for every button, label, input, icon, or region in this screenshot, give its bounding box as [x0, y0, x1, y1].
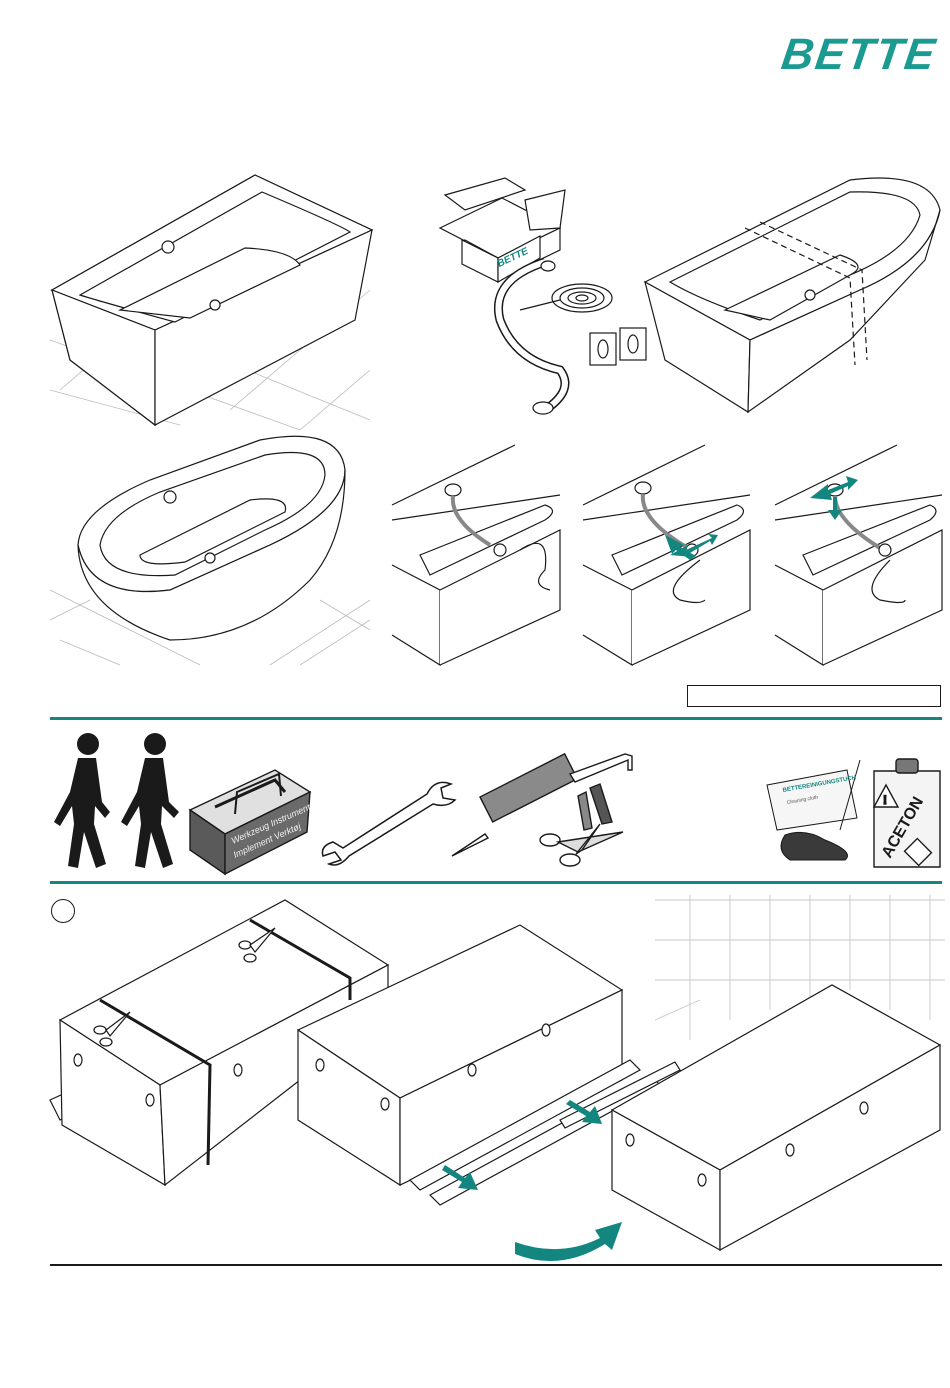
caption-box: [687, 685, 941, 707]
section-divider-top: [50, 717, 942, 720]
accessory-box-label: BETTE: [496, 246, 531, 270]
section-divider-bottom: [50, 881, 942, 884]
person-icon: [117, 732, 187, 872]
acetone-can-icon: ! ACETON: [868, 757, 948, 872]
svg-text:!: !: [883, 793, 887, 807]
person-icon: [50, 732, 120, 872]
brand-logo: BETTE: [778, 30, 939, 80]
page-bottom-rule: [50, 1264, 942, 1266]
scissors-icon: [538, 822, 628, 872]
toolbox-icon: Werkzeug Instrument Implement Verktøj: [185, 762, 315, 877]
step-number-circle: [51, 899, 75, 923]
cleaning-cloth-icon: BETTEREINIGUNGSTUCH Cleaning cloth: [765, 760, 875, 860]
